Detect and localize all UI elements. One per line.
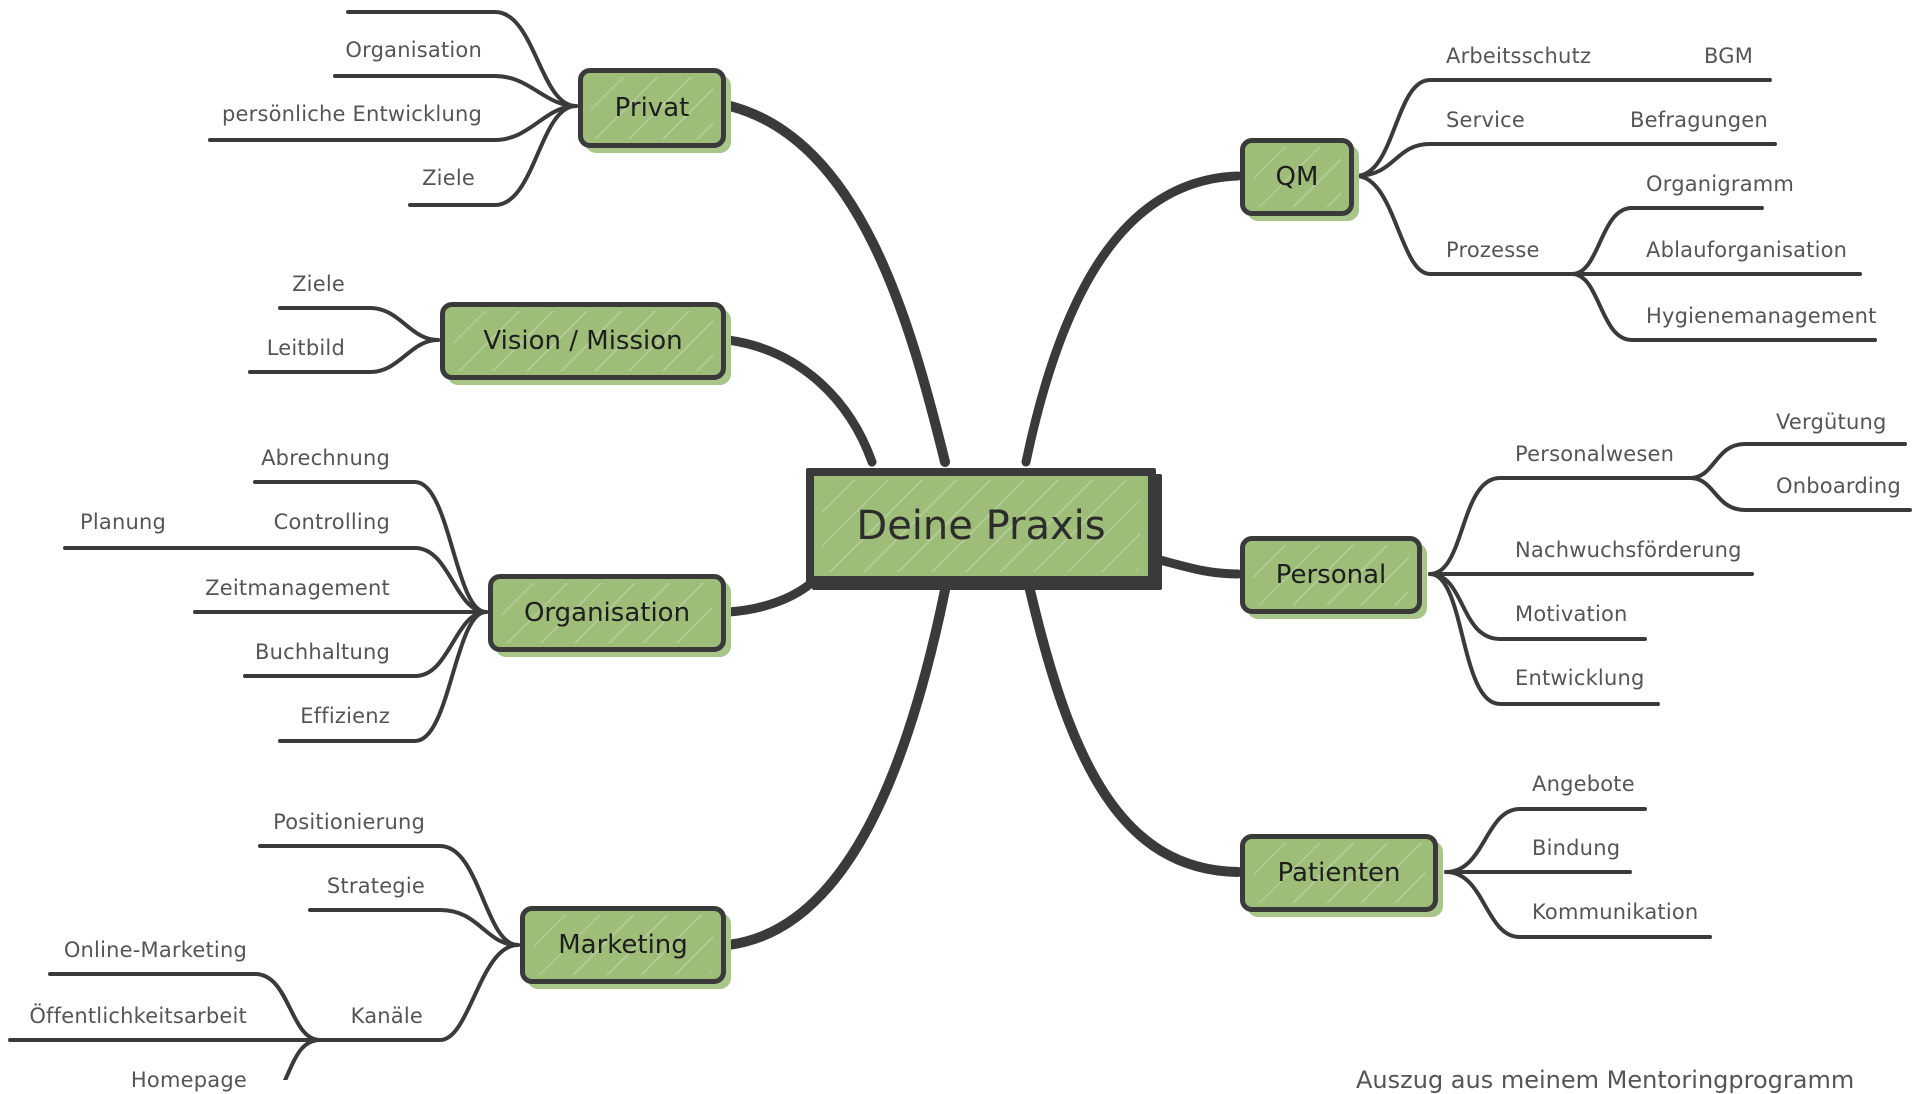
label-org-buchhaltung[interactable]: Buchhaltung xyxy=(255,640,390,664)
node-personal[interactable]: Personal xyxy=(1240,536,1422,614)
connector-center-patienten xyxy=(1025,585,1243,877)
label-mkt-homepage[interactable]: Homepage xyxy=(130,1068,247,1092)
personal-connectors xyxy=(1428,442,1912,706)
label-qm-service[interactable]: Service xyxy=(1446,108,1526,132)
label-qm-prozesse[interactable]: Prozesse xyxy=(1446,238,1540,262)
label-pers-onboarding[interactable]: Onboarding xyxy=(1776,474,1901,498)
label-pat-angebote[interactable]: Angebote xyxy=(1532,772,1635,796)
node-privat[interactable]: Privat xyxy=(578,68,726,148)
central-node-label: Deine Praxis xyxy=(856,503,1106,549)
connector-center-vision xyxy=(723,335,877,467)
label-vision-leitbild[interactable]: Leitbild xyxy=(266,336,345,360)
label-org-abrechnung[interactable]: Abrechnung xyxy=(261,446,390,470)
label-pers-nachwuchsfoerderung[interactable]: Nachwuchsförderung xyxy=(1515,538,1742,562)
label-org-planung[interactable]: Planung xyxy=(80,510,167,534)
node-organisation-label: Organisation xyxy=(523,598,691,628)
label-mkt-strategie[interactable]: Strategie xyxy=(326,874,425,898)
connector-center-marketing xyxy=(723,585,950,950)
connector-center-personal xyxy=(1155,555,1243,579)
node-qm-label: QM xyxy=(1275,162,1319,192)
vision-connectors xyxy=(248,306,440,374)
node-marketing[interactable]: Marketing xyxy=(520,906,726,984)
label-vision-ziele[interactable]: Ziele xyxy=(292,272,345,296)
label-mkt-online-marketing[interactable]: Online-Marketing xyxy=(63,938,247,962)
privat-connectors xyxy=(208,10,578,207)
node-organisation[interactable]: Organisation xyxy=(488,574,726,652)
label-privat-organisation[interactable]: Organisation xyxy=(345,38,482,62)
qm-connectors xyxy=(1354,78,1877,342)
label-pat-bindung[interactable]: Bindung xyxy=(1532,836,1621,860)
label-qm-befragungen[interactable]: Befragungen xyxy=(1630,108,1768,132)
label-qm-organigramm[interactable]: Organigramm xyxy=(1646,172,1795,196)
node-patienten-label: Patienten xyxy=(1277,858,1401,888)
connector-center-privat xyxy=(725,101,950,467)
node-personal-label: Personal xyxy=(1275,560,1387,590)
footer-caption: Auszug aus meinem Mentoringprogramm xyxy=(1356,1066,1855,1094)
node-patienten[interactable]: Patienten xyxy=(1240,834,1438,912)
label-mkt-kanaele[interactable]: Kanäle xyxy=(350,1004,423,1028)
label-org-zeitmanagement[interactable]: Zeitmanagement xyxy=(205,576,390,600)
label-qm-arbeitsschutz[interactable]: Arbeitsschutz xyxy=(1446,44,1592,68)
label-mkt-positionierung[interactable]: Positionierung xyxy=(273,810,425,834)
connector-center-organisation xyxy=(723,579,815,617)
organisation-connectors xyxy=(63,480,488,743)
label-qm-ablauforganisation[interactable]: Ablauforganisation xyxy=(1646,238,1848,262)
label-pers-entwicklung[interactable]: Entwicklung xyxy=(1515,666,1645,690)
label-privat-ziele[interactable]: Ziele xyxy=(422,166,475,190)
label-qm-bgm[interactable]: BGM xyxy=(1704,44,1754,68)
label-org-effizienz[interactable]: Effizienz xyxy=(300,704,390,728)
label-org-controlling[interactable]: Controlling xyxy=(273,510,390,534)
patienten-connectors xyxy=(1444,807,1712,939)
label-mkt-oeffentlichkeitsarbeit[interactable]: Öffentlichkeitsarbeit xyxy=(29,1004,247,1028)
connector-center-qm xyxy=(1021,171,1243,467)
node-privat-label: Privat xyxy=(614,93,690,123)
marketing-connectors xyxy=(8,844,520,1080)
label-pat-kommunikation[interactable]: Kommunikation xyxy=(1532,900,1699,924)
label-pers-verguetung[interactable]: Vergütung xyxy=(1776,410,1887,434)
central-node[interactable]: Deine Praxis xyxy=(806,468,1156,584)
node-vision-mission[interactable]: Vision / Mission xyxy=(440,302,726,380)
node-vision-label: Vision / Mission xyxy=(483,326,683,356)
label-pers-personalwesen[interactable]: Personalwesen xyxy=(1515,442,1675,466)
label-qm-hygienemanagement[interactable]: Hygienemanagement xyxy=(1646,304,1877,328)
label-pers-motivation[interactable]: Motivation xyxy=(1515,602,1628,626)
node-marketing-label: Marketing xyxy=(558,930,688,960)
label-privat-persoenliche-entwicklung[interactable]: persönliche Entwicklung xyxy=(221,102,482,126)
node-qm[interactable]: QM xyxy=(1240,138,1354,216)
